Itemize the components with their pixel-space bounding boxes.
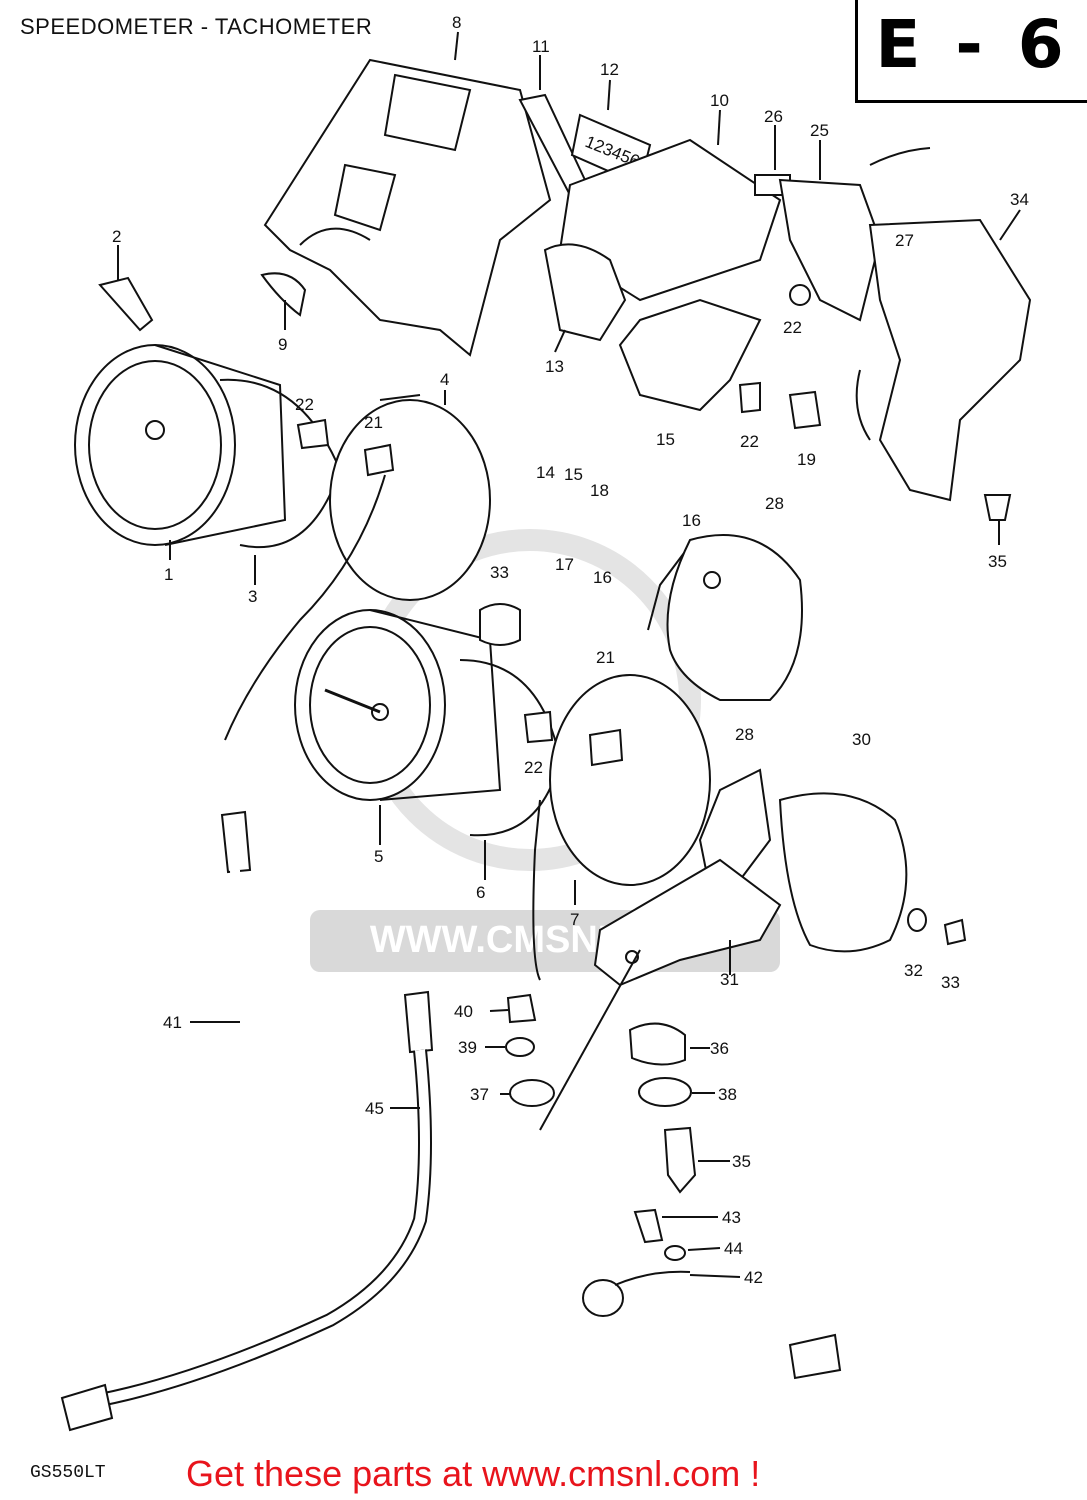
- callout-15b: 15: [564, 465, 583, 484]
- part-4-speedometer-case[interactable]: [329, 394, 491, 601]
- callout-33: 33: [490, 563, 509, 582]
- part-10-indicator-housing[interactable]: [558, 138, 782, 412]
- callout-11: 11: [532, 37, 550, 56]
- callout-28: 30: [852, 730, 871, 749]
- callout-1: 1: [164, 565, 173, 584]
- callout-37: 37: [470, 1085, 489, 1104]
- leader-lines: [117, 31, 1021, 1278]
- part-21-bulb-wire[interactable]: [224, 443, 395, 741]
- callout-14: 14: [536, 463, 555, 482]
- part-42-clip[interactable]: [582, 1270, 691, 1317]
- callout-22c: 22: [740, 432, 759, 451]
- callout-43: 43: [722, 1208, 741, 1227]
- cta-link[interactable]: Get these parts at www.cmsnl.com !: [186, 1453, 761, 1494]
- callout-22a: 22: [783, 318, 802, 337]
- callout-32: 34: [1010, 190, 1029, 209]
- part-35-bolt[interactable]: [663, 1126, 697, 1194]
- part-27-rear-cover[interactable]: [666, 534, 803, 701]
- part-2-bulb-socket[interactable]: [98, 276, 154, 332]
- part-1-speedometer[interactable]: [74, 344, 287, 546]
- callout-38: 38: [718, 1085, 737, 1104]
- part-13-fuel-gauge[interactable]: [543, 243, 627, 342]
- callout-35: 35: [732, 1152, 751, 1171]
- callout-45: 45: [365, 1099, 384, 1118]
- callout-8: 8: [452, 13, 461, 32]
- part-41-speedometer-cable[interactable]: [220, 810, 842, 1386]
- callout-34: 35: [988, 552, 1007, 571]
- part-22-socket-right[interactable]: [789, 284, 811, 306]
- callout-42: 42: [744, 1268, 763, 1287]
- part-20-socket[interactable]: [788, 390, 822, 430]
- callout-23: 25: [810, 121, 829, 140]
- callout-7: 7: [570, 910, 579, 929]
- part-5-tachometer[interactable]: [294, 609, 502, 801]
- callout-41: 41: [163, 1013, 182, 1032]
- callout-15a: 15: [656, 430, 675, 449]
- callout-13: 13: [545, 357, 564, 376]
- callout-12: 12: [600, 60, 619, 79]
- part-33-grommet[interactable]: [479, 603, 521, 646]
- callout-9: 9: [278, 335, 287, 354]
- callout-5: 5: [374, 847, 383, 866]
- callout-29: 31: [720, 970, 739, 989]
- part-16-bracket[interactable]: [647, 544, 691, 631]
- diagram-title: SPEEDOMETER - TACHOMETER: [20, 14, 373, 39]
- callout-31: 33: [941, 973, 960, 992]
- part-22-socket-mid[interactable]: [738, 381, 761, 414]
- part-38-washer[interactable]: [638, 1077, 692, 1107]
- part-22-socket-left[interactable]: [296, 418, 330, 450]
- callout-16: 16: [682, 511, 701, 530]
- callout-19: 18: [590, 481, 609, 500]
- callout-27: 28: [765, 494, 784, 513]
- part-23-wiring-harness[interactable]: [778, 147, 931, 441]
- callout-26: 28: [735, 725, 754, 744]
- callout-30: 32: [904, 961, 923, 980]
- part-32-lower-case[interactable]: [868, 218, 1032, 502]
- part-30-washer[interactable]: [907, 908, 927, 932]
- part-29-mount-plate[interactable]: [593, 858, 782, 987]
- part-7-tachometer-case[interactable]: [532, 674, 711, 981]
- part-22-socket-lower[interactable]: [523, 710, 554, 744]
- callout-10: 10: [710, 91, 729, 110]
- callout-2: 2: [112, 227, 121, 246]
- callout-4: 4: [440, 370, 449, 389]
- callout-6: 6: [476, 883, 485, 902]
- callout-21a: 21: [364, 413, 383, 432]
- model-code: GS550LT: [30, 1463, 106, 1483]
- callout-3: 3: [248, 587, 257, 606]
- callout-40: 40: [454, 1002, 473, 1021]
- callout-25: 27: [895, 231, 914, 250]
- part-28-rear-cover[interactable]: [778, 792, 908, 953]
- part-34-screw[interactable]: [983, 494, 1012, 521]
- callout-44: 44: [724, 1239, 743, 1258]
- callout-36: 36: [710, 1039, 729, 1058]
- part-37-washer[interactable]: [509, 1079, 555, 1107]
- part-40-cap[interactable]: [506, 993, 537, 1024]
- part-36-damper[interactable]: [628, 1022, 686, 1066]
- part-8-meter-cover[interactable]: [263, 58, 552, 357]
- part-9-lens[interactable]: [260, 272, 307, 317]
- callout-17: 16: [593, 568, 612, 587]
- part-6-gasket[interactable]: [459, 659, 562, 837]
- callout-18: 17: [555, 555, 574, 574]
- callout-22d: 22: [524, 758, 543, 777]
- sheet-code-box: E - 6: [855, 0, 1087, 103]
- callout-numbers: 8 11 12 10 26 25 34 27 2 9 22 13 4 22 21…: [112, 13, 1029, 1287]
- sheet-code: E - 6: [875, 6, 1070, 83]
- part-39-washer[interactable]: [505, 1037, 535, 1057]
- callout-24: 26: [764, 107, 783, 126]
- part-21-bulb-lower[interactable]: [588, 728, 624, 767]
- callout-22b: 22: [295, 395, 314, 414]
- part-44-washer[interactable]: [664, 1245, 686, 1261]
- callout-39: 39: [458, 1038, 477, 1057]
- part-43-screw[interactable]: [633, 1208, 664, 1244]
- callout-20: 19: [797, 450, 816, 469]
- callout-21b: 21: [596, 648, 615, 667]
- part-45-tachometer-cable[interactable]: [60, 990, 434, 1432]
- part-31-nut[interactable]: [943, 918, 967, 946]
